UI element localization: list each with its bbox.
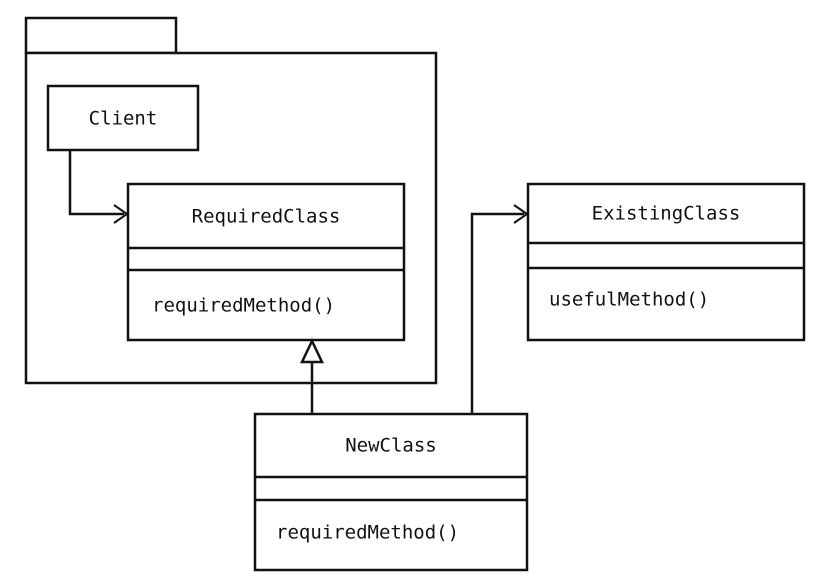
required-class: RequiredClass requiredMethod() xyxy=(126,182,406,342)
new-to-required-generalization xyxy=(300,338,324,414)
new-class-name: NewClass xyxy=(345,435,437,457)
existing-association-line xyxy=(470,212,524,414)
existing-class-method: usefulMethod() xyxy=(549,289,709,311)
generalization-triangle xyxy=(300,338,324,364)
existing-class-name: ExistingClass xyxy=(592,203,741,225)
client-class-box xyxy=(46,84,200,152)
new-to-existing-association xyxy=(470,204,529,414)
package-tab xyxy=(24,16,178,55)
client-class-name: Client xyxy=(89,108,158,130)
new-class-method: requiredMethod() xyxy=(276,522,459,544)
client-class: Client xyxy=(46,84,200,152)
required-class-method: requiredMethod() xyxy=(152,295,335,317)
new-class: NewClass requiredMethod() xyxy=(253,412,529,572)
required-class-box xyxy=(126,182,406,342)
client-association-line xyxy=(68,150,124,216)
required-class-name: RequiredClass xyxy=(192,206,341,228)
existing-class-box xyxy=(526,182,806,342)
existing-association-arrowhead xyxy=(513,204,529,224)
new-class-box xyxy=(253,412,529,572)
existing-class: ExistingClass usefulMethod() xyxy=(526,182,806,342)
